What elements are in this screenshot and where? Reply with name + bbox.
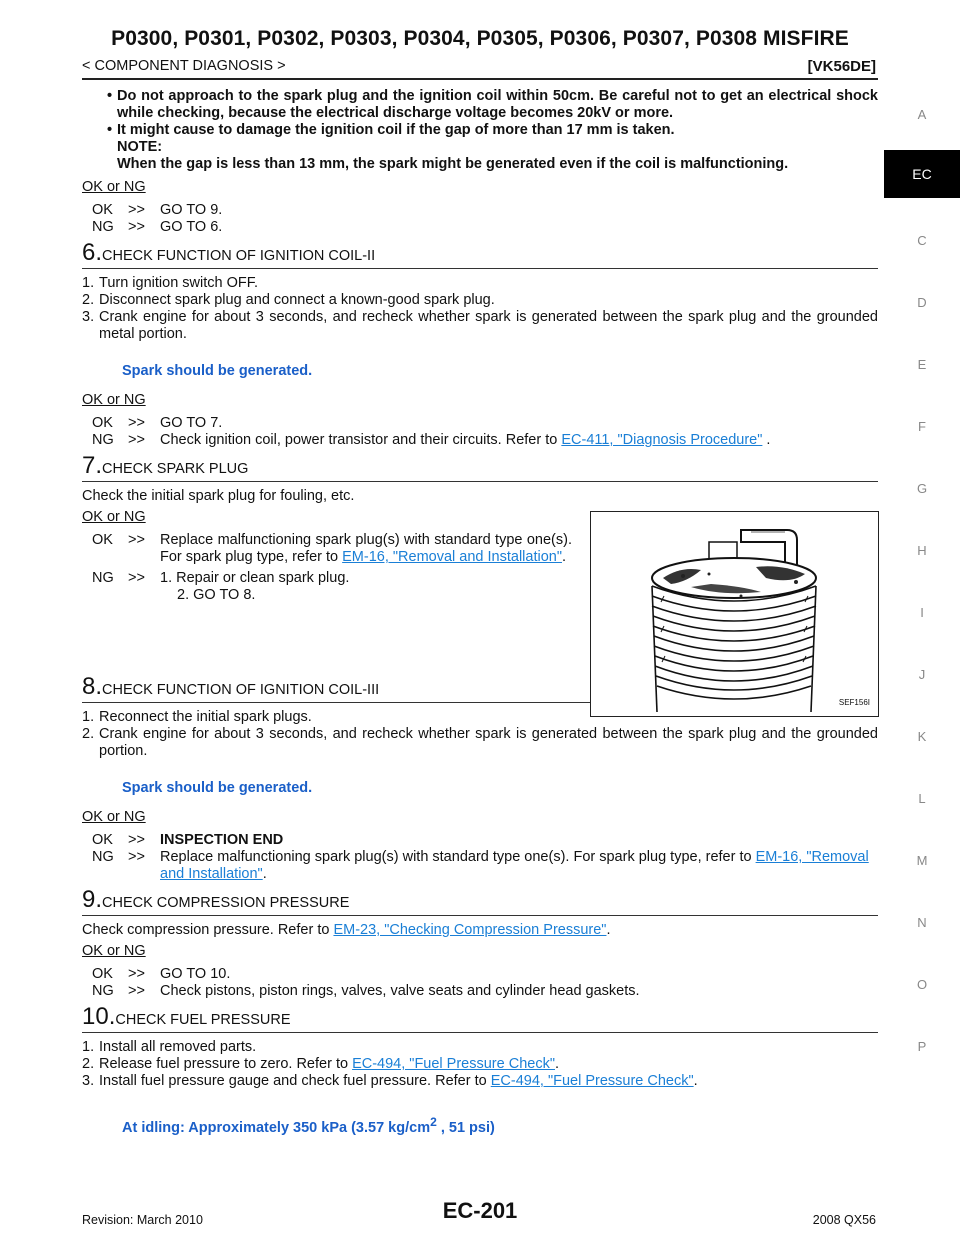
list-item: 2.Release fuel pressure to zero. Refer t…: [82, 1056, 560, 1072]
divider: [82, 1032, 878, 1033]
ng-result: NG>> Check ignition coil, power transist…: [92, 432, 771, 448]
divider: [82, 702, 878, 703]
link-em-23[interactable]: EM-23, "Checking Compression Pressure": [333, 922, 607, 938]
step-9-text: Check compression pressure. Refer to EM-…: [82, 922, 611, 938]
step-7-heading: 7.CHECK SPARK PLUG: [82, 452, 249, 479]
spark-plug-illustration: [651, 529, 817, 713]
step-8-heading: 8.CHECK FUNCTION OF IGNITION COIL-III: [82, 673, 380, 700]
tab-a[interactable]: A: [917, 107, 927, 122]
link-ec-494[interactable]: EC-494, "Fuel Pressure Check": [490, 1073, 694, 1089]
warning-bullet-1: • Do not approach to the spark plug and …: [107, 88, 878, 121]
ok-result: OK>>GO TO 10.: [92, 966, 231, 982]
tab-g[interactable]: G: [916, 481, 928, 496]
step-7-text: Check the initial spark plug for fouling…: [82, 488, 355, 504]
tab-d[interactable]: D: [917, 295, 927, 310]
link-em-16[interactable]: EM-16, "Removal and Installation": [342, 549, 562, 565]
note-label: NOTE:: [117, 139, 163, 155]
divider: [82, 481, 878, 482]
spark-note: Spark should be generated.: [122, 363, 313, 379]
ng-result: NG>> Replace malfunctioning spark plug(s…: [92, 849, 869, 882]
ng-result: NG>>Check pistons, piston rings, valves,…: [92, 983, 640, 999]
page-number: EC-201: [442, 1198, 518, 1223]
tab-k[interactable]: K: [917, 729, 927, 744]
step-6-heading: 6.CHECK FUNCTION OF IGNITION COIL-II: [82, 239, 376, 266]
ok-result: OK>>GO TO 9.: [92, 202, 223, 218]
list-item: 2.Crank engine for about 3 seconds, and …: [82, 726, 878, 759]
warning-bullet-2: • It might cause to damage the ignition …: [107, 122, 675, 138]
step-10-heading: 10.CHECK FUEL PRESSURE: [82, 1003, 291, 1030]
document-body: • Do not approach to the spark plug and …: [82, 88, 878, 1137]
spark-plug-figure: SEF156I: [590, 511, 879, 717]
engine-label: [VK56DE]: [807, 58, 876, 75]
ok-or-ng-label: OK or NG: [82, 392, 146, 408]
ok-result: OK>> Replace malfunctioning spark plug(s…: [92, 532, 572, 565]
link-ec-411[interactable]: EC-411, "Diagnosis Procedure": [561, 432, 763, 448]
ng-result: NG>> 1. Repair or clean spark plug.2. GO…: [92, 570, 350, 603]
section-label: < COMPONENT DIAGNOSIS >: [82, 58, 286, 74]
divider: [82, 915, 878, 916]
tab-e[interactable]: E: [917, 357, 927, 372]
ok-result: OK>>INSPECTION END: [92, 832, 284, 848]
page-title: P0300, P0301, P0302, P0303, P0304, P0305…: [111, 27, 849, 50]
tab-o[interactable]: O: [916, 977, 928, 992]
link-em-16[interactable]: EM-16, "Removal and Installation": [160, 849, 869, 882]
ok-or-ng-label: OK or NG: [82, 179, 146, 195]
ok-or-ng-label: OK or NG: [82, 509, 146, 525]
list-item: 1.Reconnect the initial spark plugs.: [82, 709, 312, 725]
divider: [82, 268, 878, 269]
note-text: When the gap is less than 13 mm, the spa…: [117, 156, 789, 172]
tab-m[interactable]: M: [916, 853, 928, 868]
tab-f[interactable]: F: [918, 419, 926, 434]
list-item: 3.Install fuel pressure gauge and check …: [82, 1073, 698, 1089]
step-9-heading: 9.CHECK COMPRESSION PRESSURE: [82, 886, 350, 913]
tab-n[interactable]: N: [917, 915, 927, 930]
ng-result: NG>>GO TO 6.: [92, 219, 223, 235]
ok-result: OK>>GO TO 7.: [92, 415, 223, 431]
list-item: 3.Crank engine for about 3 seconds, and …: [82, 309, 878, 342]
footer-model: 2008 QX56: [812, 1213, 876, 1227]
step-8-list: 1.Reconnect the initial spark plugs. 2.C…: [82, 709, 878, 760]
figure-caption: SEF156I: [838, 698, 870, 707]
tab-j[interactable]: J: [918, 667, 926, 682]
header-divider: [82, 78, 878, 80]
tab-i[interactable]: I: [920, 605, 924, 620]
footer-revision: Revision: March 2010: [82, 1213, 203, 1227]
step-6-list: 1.Turn ignition switch OFF. 2.Disconnect…: [82, 275, 878, 343]
spark-note: Spark should be generated.: [122, 780, 313, 796]
list-item: 2.Disconnect spark plug and connect a kn…: [82, 292, 495, 308]
tab-h[interactable]: H: [917, 543, 927, 558]
list-item: 1.Turn ignition switch OFF.: [82, 275, 259, 291]
step-10-list: 1.Install all removed parts. 2.Release f…: [82, 1039, 878, 1090]
ok-or-ng-label: OK or NG: [82, 809, 146, 825]
fuel-pressure-note: At idling: Approximately 350 kPa (3.57 k…: [122, 1115, 495, 1136]
tab-ec[interactable]: EC: [884, 150, 960, 198]
link-ec-494[interactable]: EC-494, "Fuel Pressure Check": [352, 1056, 555, 1072]
tab-p[interactable]: P: [917, 1039, 927, 1054]
list-item: 1.Install all removed parts.: [82, 1039, 257, 1055]
ok-or-ng-label: OK or NG: [82, 943, 146, 959]
tab-l[interactable]: L: [918, 791, 926, 806]
tab-c[interactable]: C: [917, 233, 927, 248]
